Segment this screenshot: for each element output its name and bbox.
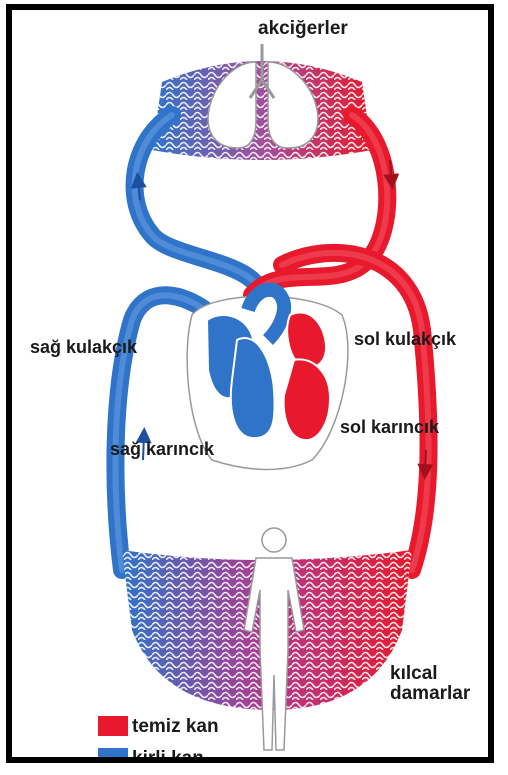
legend-item-oxygenated: temiz kan — [98, 716, 219, 736]
circulation-diagram — [12, 10, 494, 763]
label-left-ventricle: sol karıncık — [340, 418, 439, 436]
label-capillaries: kılcal damarlar — [390, 664, 470, 704]
legend-swatch-deoxygenated — [98, 748, 128, 763]
diagram-frame: akciğerler sağ kulakçık sol kulakçık sağ… — [6, 4, 494, 763]
label-right-atrium: sağ kulakçık — [30, 338, 137, 356]
label-capillaries-line1: kılcal — [390, 663, 438, 684]
label-capillaries-line2: damarlar — [390, 683, 470, 704]
legend-swatch-oxygenated — [98, 716, 128, 736]
legend-label-oxygenated: temiz kan — [132, 717, 219, 736]
label-left-atrium: sol kulakçık — [354, 330, 456, 348]
legend-item-deoxygenated: kirli kan — [98, 748, 204, 763]
label-lungs: akciğerler — [258, 19, 348, 38]
legend-label-deoxygenated: kirli kan — [132, 749, 204, 764]
label-right-ventricle: sağ karıncık — [110, 440, 214, 458]
